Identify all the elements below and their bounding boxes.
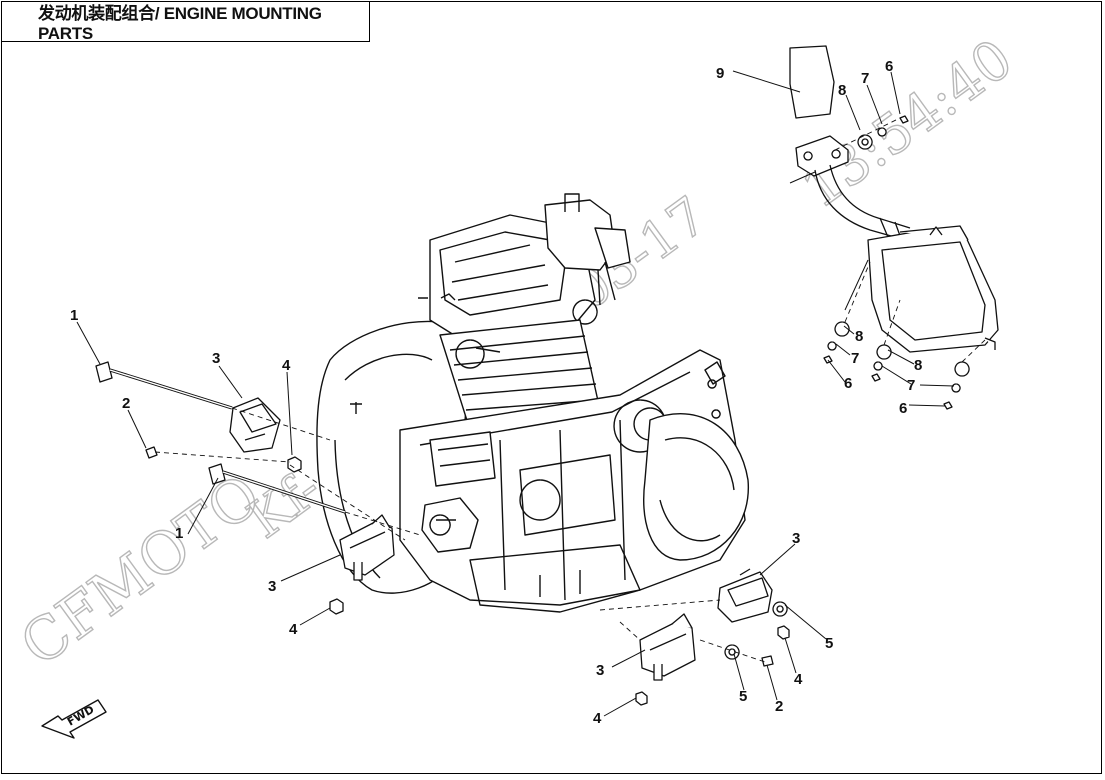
callout-8: 8	[838, 82, 846, 99]
mount-bolt-upper	[95, 361, 233, 410]
muffler	[867, 225, 999, 353]
callout-7: 7	[861, 70, 869, 87]
small-bolt-right	[761, 655, 774, 667]
small-bolt-left	[145, 446, 158, 459]
callout-2: 2	[122, 395, 130, 412]
nut-upper-left	[287, 456, 302, 473]
engine-assembly	[316, 193, 749, 613]
callout-2: 2	[775, 698, 783, 715]
callout-4: 4	[289, 621, 298, 638]
callout-3: 3	[596, 662, 604, 679]
gasket-washer-left	[834, 321, 850, 337]
right-mounting-parts	[599, 568, 790, 706]
nut-lower-right	[635, 691, 648, 706]
bolt-far	[943, 401, 953, 410]
callout-7: 7	[907, 377, 915, 394]
callout-4: 4	[282, 357, 291, 374]
leader-lines	[76, 70, 955, 717]
washer-nut-lower-right	[724, 644, 740, 660]
exhaust-flange	[795, 135, 849, 177]
bolt-top	[899, 115, 909, 124]
fwd-arrow-icon	[41, 699, 107, 739]
bolt-left	[823, 355, 833, 364]
callout-6: 6	[885, 58, 893, 75]
title-block: 发动机装配组合/ ENGINE MOUNTING PARTS	[1, 1, 370, 43]
callout-1: 1	[70, 307, 78, 324]
washer-left	[827, 341, 837, 351]
exhaust-assembly	[789, 45, 999, 410]
washer-right	[873, 361, 883, 371]
callout-5: 5	[739, 688, 747, 705]
washer-nut-upper-right	[772, 601, 788, 617]
part-callouts: 1 2 3 4 1 3 4 3 5 4 3 5 2 4 9 8 7 6 8 7 …	[70, 58, 922, 727]
engine-mount-upper-right	[717, 568, 773, 623]
watermark-brand: CFMOTO	[8, 461, 273, 679]
nut-lower-left	[329, 598, 344, 615]
forward-direction-arrow: FWD	[41, 699, 107, 739]
washer-top	[877, 127, 887, 137]
mount-bolt-lower	[208, 463, 346, 514]
washer-far	[951, 383, 961, 393]
gasket-washer-top	[857, 134, 873, 150]
callout-8: 8	[914, 357, 922, 374]
nut-upper-right	[777, 625, 790, 640]
engine-mount-upper-left	[229, 397, 281, 453]
callout-5: 5	[825, 635, 833, 652]
callout-3: 3	[212, 350, 220, 367]
callout-6: 6	[899, 400, 907, 417]
callout-8: 8	[855, 328, 863, 345]
engine-mount-lower-left	[339, 514, 395, 581]
gasket-washer-far	[954, 361, 970, 377]
callout-7: 7	[851, 350, 859, 367]
bolt-right	[871, 373, 881, 382]
callout-3: 3	[792, 530, 800, 547]
callout-3: 3	[268, 578, 276, 595]
callout-4: 4	[794, 671, 803, 688]
heat-shield-pad	[789, 45, 835, 119]
gasket-washer-right	[876, 344, 892, 360]
engine-mount-lower-right	[639, 613, 696, 681]
callout-1: 1	[175, 525, 183, 542]
callout-9: 9	[716, 65, 724, 82]
callout-4: 4	[593, 710, 602, 727]
callout-6: 6	[844, 375, 852, 392]
drawing-title: 发动机装配组合/ ENGINE MOUNTING PARTS	[38, 4, 322, 43]
left-mounting-parts	[95, 361, 421, 615]
